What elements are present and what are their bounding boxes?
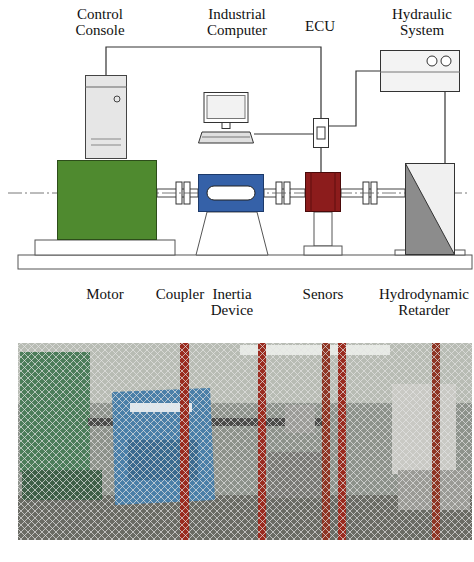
retarder-body	[406, 164, 455, 255]
sensor-line	[311, 172, 312, 212]
base-plate	[18, 255, 472, 269]
signal-wire	[254, 133, 313, 134]
motor-pedestal	[35, 240, 175, 255]
monitor-stand	[222, 123, 230, 129]
part-label: ECU	[298, 18, 342, 34]
bench-photo	[18, 343, 472, 540]
photo-mesh	[18, 343, 472, 540]
console-knob	[114, 96, 120, 102]
ecu-box	[314, 119, 329, 148]
industrial-computer: Industrial Computer	[198, 92, 254, 144]
node-outline	[380, 50, 460, 92]
part-label: Control Console	[64, 6, 136, 38]
part-label: Hydraulic System	[386, 6, 458, 38]
part-label: Inertia Device	[206, 286, 258, 318]
node-outline	[305, 172, 341, 212]
sensor-line	[335, 172, 336, 212]
node-outline	[198, 174, 264, 212]
motor: Motor	[57, 160, 157, 240]
monitor	[204, 93, 248, 123]
console-body	[86, 76, 127, 159]
part-label: Industrial Computer	[196, 6, 278, 38]
console-line	[91, 139, 121, 140]
signal-wire	[329, 71, 380, 126]
part-label: Hydrodynamic Retarder	[378, 286, 470, 318]
sensor-unit: Senors	[305, 172, 341, 212]
part-label: Motor	[75, 286, 135, 302]
inertia-window	[207, 186, 255, 200]
hydraulic-tank	[381, 51, 460, 92]
gauge	[441, 56, 451, 66]
tank-line	[380, 72, 460, 73]
gauge	[427, 56, 437, 66]
sensor-foot	[304, 246, 342, 255]
photo-wall	[18, 343, 472, 540]
ecu-unit: ECU	[313, 118, 329, 148]
hydrodynamic-retarder: Hydrodynamic Retarder	[405, 163, 455, 255]
keyboard-row	[202, 137, 250, 138]
inertia-body	[199, 175, 264, 212]
signal-wire	[444, 92, 445, 163]
hydraulic-system: Hydraulic System	[380, 50, 460, 92]
console-line	[91, 145, 121, 146]
node-outline	[85, 75, 127, 159]
signal-wire	[106, 47, 321, 118]
motor-body	[58, 161, 157, 240]
ecu-inner	[317, 127, 325, 139]
node-outline	[198, 92, 254, 144]
monitor-screen	[207, 96, 245, 119]
sensor-stand	[314, 212, 332, 246]
inertia-stand	[196, 212, 268, 255]
node-outline	[313, 118, 329, 148]
part-label: Senors	[294, 286, 352, 302]
keyboard	[199, 132, 254, 143]
control-console: Control Console	[85, 75, 127, 159]
signal-wire	[320, 148, 321, 172]
node-outline	[57, 160, 157, 240]
inertia-device: Inertia Device	[198, 174, 264, 212]
console-line	[85, 87, 127, 88]
sensor-body	[306, 173, 341, 212]
retarder-rotor	[406, 164, 455, 255]
part-label: Coupler	[154, 286, 206, 302]
node-outline	[405, 163, 455, 255]
